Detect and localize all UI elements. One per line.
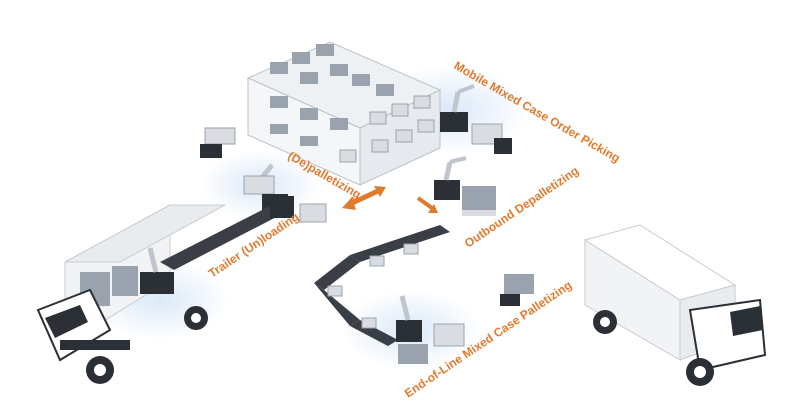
- pallet-icon: [200, 127, 236, 158]
- robot-arm-icon: [140, 247, 174, 294]
- truck-icon: [36, 204, 226, 384]
- pallet-icon: [398, 274, 534, 364]
- robot-arm-icon: [434, 156, 467, 200]
- storage-rack-icon: [246, 41, 442, 186]
- arrow-icon: [416, 196, 438, 213]
- conveyor-icon: [314, 225, 450, 346]
- robot-arm-icon: [396, 295, 422, 342]
- robot-arm-icon: [440, 84, 475, 132]
- truck-icon: [583, 224, 767, 386]
- pallet-icon: [471, 123, 512, 154]
- conveyor-icon: [160, 196, 327, 270]
- double-arrow-icon: [342, 186, 386, 210]
- pallet-icon: [462, 186, 496, 216]
